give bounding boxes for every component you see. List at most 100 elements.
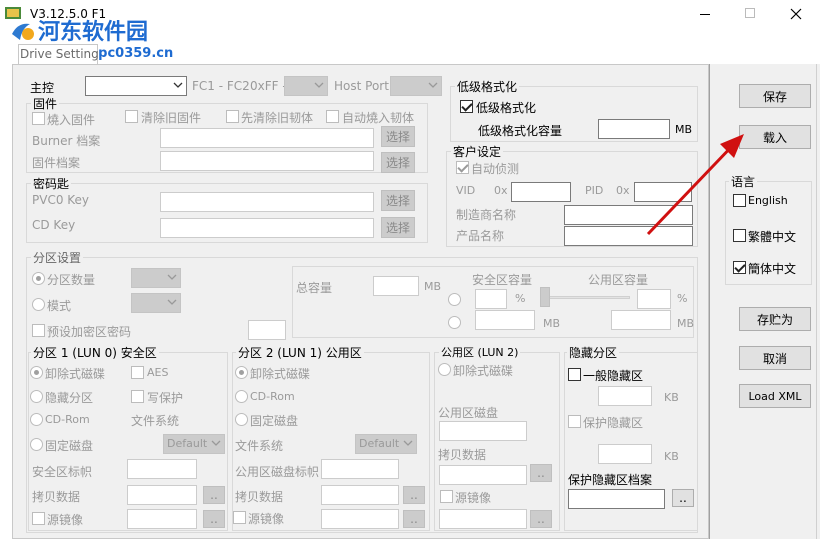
save-button[interactable]: 保存 (739, 84, 811, 108)
p2-copy-browse-button[interactable]: .. (403, 486, 425, 504)
preset-password-checkbox[interactable] (32, 324, 45, 337)
save-as-button[interactable]: 存贮为 (739, 307, 811, 331)
secure-percent-input[interactable] (475, 289, 507, 309)
tab-drive-setting[interactable]: Drive Setting (18, 44, 99, 66)
p2-removable-radio[interactable] (235, 366, 248, 379)
normal-hidden-checkbox[interactable] (568, 368, 581, 381)
mode-label: 模式 (47, 299, 72, 313)
p2-mirror-browse-button[interactable]: .. (403, 510, 425, 528)
total-capacity-input[interactable] (373, 276, 419, 296)
maximize-button[interactable] (745, 8, 755, 18)
p2-fixed-label: 固定磁盘 (250, 414, 299, 428)
protect-hidden-file-label: 保护隐藏区档案 (568, 473, 653, 487)
minimize-button[interactable] (700, 14, 710, 15)
low-format-capacity-input[interactable] (598, 119, 670, 139)
traditional-chinese-checkbox[interactable] (733, 229, 746, 242)
p1-fs-select[interactable]: Default (163, 434, 225, 454)
p2-label-input[interactable] (321, 459, 399, 479)
fw-file-input[interactable] (160, 151, 374, 171)
mode-radio[interactable] (32, 298, 45, 311)
clear-old-fw-checkbox[interactable] (125, 110, 138, 123)
close-icon[interactable] (790, 8, 802, 20)
host-port-select[interactable] (390, 76, 442, 96)
clear-old-fw-first-checkbox[interactable] (226, 110, 239, 123)
pvc0-key-input[interactable] (160, 192, 374, 212)
p1-removable-radio[interactable] (30, 366, 43, 379)
secure-mb-input[interactable] (475, 310, 535, 330)
mode-select[interactable] (131, 293, 181, 313)
p1-mirror-input[interactable] (127, 509, 197, 529)
watermark-text: 河东软件园 (38, 19, 149, 45)
partition-count-radio[interactable] (32, 272, 45, 285)
load-xml-button[interactable]: Load XML (739, 384, 811, 408)
controller-select[interactable] (85, 76, 187, 96)
partition-count-select[interactable] (131, 268, 181, 288)
p2-copy-input[interactable] (321, 485, 399, 505)
p2-cdrom-radio[interactable] (235, 390, 248, 403)
p2-fixed-radio[interactable] (235, 413, 248, 426)
burner-file-input[interactable] (160, 128, 374, 148)
firmware-group: 固件 (26, 95, 428, 173)
burn-fw-checkbox[interactable] (32, 112, 45, 125)
percent-radio[interactable] (448, 293, 461, 306)
pvc0-select-button[interactable]: 选择 (381, 190, 415, 211)
p1-copy-input[interactable] (127, 485, 197, 505)
p1-aes-checkbox[interactable] (131, 366, 144, 379)
p1-label-input[interactable] (127, 459, 197, 479)
pid-label: PID (585, 184, 604, 197)
capacity-slider-track[interactable] (548, 296, 630, 299)
english-checkbox[interactable] (733, 194, 746, 207)
pub-disk-input[interactable] (439, 421, 527, 441)
public-mb-input[interactable] (611, 310, 671, 330)
pub-copy-browse-button[interactable]: .. (530, 464, 552, 482)
pub-mirror-browse-button[interactable]: .. (530, 510, 552, 528)
pid-input[interactable] (634, 182, 692, 202)
mb-radio[interactable] (448, 316, 461, 329)
p2-fs-select[interactable]: Default (355, 434, 417, 454)
simplified-chinese-checkbox[interactable] (733, 261, 746, 274)
oxff-select[interactable] (284, 76, 328, 96)
auto-burn-fw-checkbox[interactable] (326, 110, 339, 123)
normal-hidden-input[interactable] (598, 386, 652, 406)
pub-copy-input[interactable] (439, 465, 527, 485)
public-percent-input[interactable] (637, 289, 671, 309)
protect-hidden-file-input[interactable] (568, 489, 665, 509)
burner-select-button[interactable]: 选择 (381, 126, 415, 147)
protect-hidden-input[interactable] (598, 444, 652, 464)
partition1-group: 分区 1 (LUN 0) 安全区 (28, 344, 228, 531)
p1-copy-browse-button[interactable]: .. (203, 486, 225, 504)
protect-hidden-browse-button[interactable]: .. (672, 489, 694, 507)
pub-removable-radio[interactable] (438, 363, 451, 376)
cd-key-select-button[interactable]: 选择 (381, 217, 415, 238)
public-mb-label: MB (677, 317, 695, 330)
p1-write-protect-checkbox[interactable] (131, 390, 144, 403)
p1-mirror-checkbox[interactable] (32, 512, 45, 525)
p2-mirror-checkbox[interactable] (233, 511, 246, 524)
product-input[interactable] (564, 226, 693, 246)
p1-hidden-radio[interactable] (30, 390, 43, 403)
fc-label: FC1 - FC2 (192, 79, 250, 93)
low-format-checkbox[interactable] (460, 100, 473, 113)
protect-hidden-checkbox[interactable] (568, 415, 581, 428)
cd-key-input[interactable] (160, 218, 374, 238)
chevron-down-icon (173, 82, 183, 88)
pub-mirror-input[interactable] (439, 509, 527, 529)
pub-mirror-checkbox[interactable] (440, 490, 453, 503)
p2-mirror-input[interactable] (321, 509, 399, 529)
normal-hidden-label: 一般隐藏区 (583, 369, 644, 383)
p1-cdrom-radio[interactable] (30, 413, 43, 426)
p2-copy-label: 拷贝数据 (235, 490, 284, 504)
fw-select-button[interactable]: 选择 (381, 152, 415, 173)
load-button[interactable]: 载入 (739, 125, 811, 149)
pid-ox-label: 0x (616, 184, 630, 197)
capacity-slider-thumb[interactable] (540, 287, 550, 307)
preset-password-input[interactable] (248, 320, 286, 340)
p1-fixed-radio[interactable] (30, 438, 43, 451)
window-title: V3.12.5.0 F1 (30, 7, 107, 21)
key-title: 密码匙 (31, 175, 72, 192)
p1-mirror-browse-button[interactable]: .. (203, 510, 225, 528)
cancel-button[interactable]: 取消 (739, 346, 811, 370)
capacity-box (292, 266, 694, 338)
vid-input[interactable] (511, 182, 571, 202)
auto-detect-checkbox[interactable] (456, 161, 469, 174)
